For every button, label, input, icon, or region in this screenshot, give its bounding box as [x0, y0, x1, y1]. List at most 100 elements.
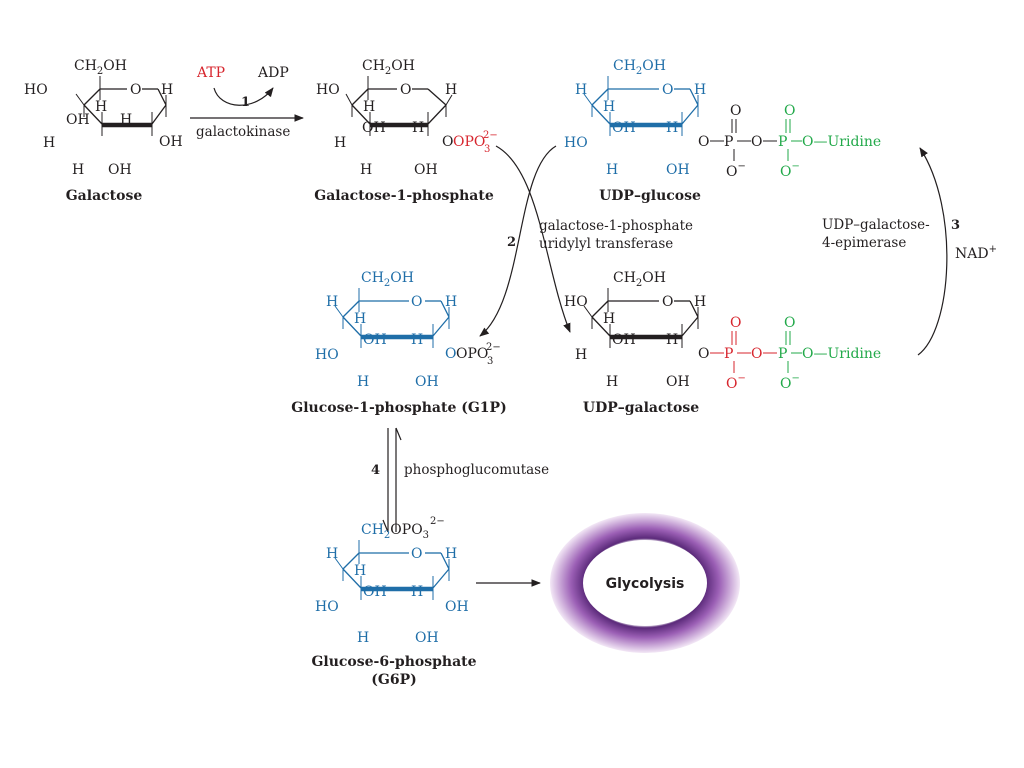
svg-text:OH: OH [612, 332, 636, 348]
svg-text:H: H [72, 162, 84, 178]
glucose-6-phosphate-label-line2: (G6P) [371, 672, 416, 688]
svg-text:OH: OH [612, 120, 636, 136]
adp-label: ADP [257, 65, 289, 81]
svg-text:OPO: OPO [453, 134, 485, 150]
galactose-structure: CH2OH O HO H H OH H H OH H OH [24, 58, 183, 178]
svg-text:O: O [751, 346, 762, 362]
svg-text:H: H [694, 294, 706, 310]
reaction-3: UDP–galactose- 4-epimerase 3 NAD+ [822, 147, 997, 356]
svg-text:HO: HO [24, 82, 48, 98]
udp-galactose-structure: CH2OH O HO H H H OH H H OH O P O O O− P [564, 270, 881, 392]
svg-text:OH: OH [445, 599, 469, 615]
glucose-6-phosphate-structure: CH2OPO3 2− O H H H HO OH H OH H OH [315, 516, 469, 646]
glucose-1-phosphate-structure: CH2OH O H H H HO OH H H OH O OPO 3 2− [315, 270, 501, 390]
svg-text:O: O [411, 546, 422, 562]
step-3-number: 3 [951, 218, 960, 233]
udp-glucose-label: UDP–glucose [599, 188, 701, 204]
reaction-2: 2 galactose-1-phosphate uridylyl transfe… [479, 145, 693, 337]
svg-text:2−: 2− [486, 342, 501, 353]
galactose-label: Galactose [66, 188, 143, 204]
reaction-1: ATP ADP 1 galactokinase [190, 65, 304, 140]
svg-text:O: O [662, 82, 673, 98]
glycolysis-label: Glycolysis [606, 576, 685, 592]
svg-text:P: P [778, 134, 787, 150]
svg-text:O: O [411, 294, 422, 310]
svg-text:H: H [445, 82, 457, 98]
svg-text:O: O [400, 82, 411, 98]
svg-text:2−: 2− [483, 130, 498, 141]
svg-text:OH: OH [159, 134, 183, 150]
svg-text:P: P [724, 346, 733, 362]
svg-text:2−: 2− [430, 516, 445, 527]
svg-text:OH: OH [415, 374, 439, 390]
svg-text:OH: OH [414, 162, 438, 178]
svg-text:H: H [357, 374, 369, 390]
galactose-1-phosphate-label: Galactose-1-phosphate [314, 188, 494, 204]
svg-text:O: O [442, 134, 453, 150]
svg-text:O: O [784, 315, 795, 331]
svg-text:O−: O− [780, 373, 800, 392]
glycolysis-ring: Glycolysis [550, 513, 740, 653]
svg-text:H: H [445, 546, 457, 562]
svg-text:O: O [698, 346, 709, 362]
svg-text:H: H [326, 294, 338, 310]
svg-text:HO: HO [564, 135, 588, 151]
svg-text:H: H [354, 563, 366, 579]
svg-text:H: H [411, 332, 423, 348]
svg-text:OH: OH [666, 374, 690, 390]
svg-text:O: O [730, 103, 741, 119]
reaction-4 [382, 427, 402, 533]
svg-text:P: P [778, 346, 787, 362]
svg-text:OH: OH [362, 120, 386, 136]
svg-text:HO: HO [316, 82, 340, 98]
transferase-label-line2: uridylyl transferase [539, 236, 673, 252]
svg-text:O−: O− [726, 373, 746, 392]
nad-cofactor: NAD+ [955, 244, 997, 262]
svg-text:HO: HO [315, 347, 339, 363]
svg-text:H: H [666, 120, 678, 136]
udp-glucose-structure: CH2OH O H H H HO OH H H OH O P O O O− P [564, 58, 881, 180]
epimerase-label-line2: 4-epimerase [822, 235, 906, 251]
svg-text:OPO: OPO [456, 346, 488, 362]
svg-text:OH: OH [363, 332, 387, 348]
galactokinase-label: galactokinase [196, 124, 290, 140]
svg-text:H: H [666, 332, 678, 348]
udp-galactose-label: UDP–galactose [583, 400, 699, 416]
phosphoglucomutase-label: phosphoglucomutase [404, 462, 549, 478]
svg-text:3: 3 [484, 144, 490, 155]
svg-text:H: H [603, 311, 615, 327]
atp-label: ATP [196, 65, 225, 81]
svg-text:CH2OPO3: CH2OPO3 [361, 522, 429, 541]
svg-text:H: H [575, 82, 587, 98]
svg-text:O—Uridine: O—Uridine [802, 134, 881, 150]
svg-text:H: H [363, 99, 375, 115]
step-4-number: 4 [371, 463, 380, 478]
svg-text:O: O [130, 82, 141, 98]
svg-text:OH: OH [363, 584, 387, 600]
svg-text:H: H [161, 82, 173, 98]
svg-text:3: 3 [487, 356, 493, 367]
svg-text:CH2OH: CH2OH [361, 270, 414, 289]
svg-text:H: H [694, 82, 706, 98]
svg-text:OH: OH [66, 112, 90, 128]
svg-text:OH: OH [415, 630, 439, 646]
transferase-label-line1: galactose-1-phosphate [539, 218, 693, 234]
svg-text:H: H [606, 374, 618, 390]
svg-text:H: H [120, 112, 132, 128]
glucose-1-phosphate-label: Glucose-1-phosphate (G1P) [291, 400, 506, 416]
svg-text:H: H [575, 347, 587, 363]
svg-text:O: O [698, 134, 709, 150]
svg-text:CH2OH: CH2OH [613, 270, 666, 289]
svg-text:O: O [784, 103, 795, 119]
svg-text:O—Uridine: O—Uridine [802, 346, 881, 362]
svg-text:H: H [411, 584, 423, 600]
svg-text:OH: OH [108, 162, 132, 178]
svg-text:H: H [357, 630, 369, 646]
svg-text:O−: O− [726, 161, 746, 180]
svg-text:O−: O− [780, 161, 800, 180]
svg-text:H: H [360, 162, 372, 178]
svg-text:H: H [354, 311, 366, 327]
svg-text:H: H [412, 120, 424, 136]
svg-text:H: H [334, 135, 346, 151]
